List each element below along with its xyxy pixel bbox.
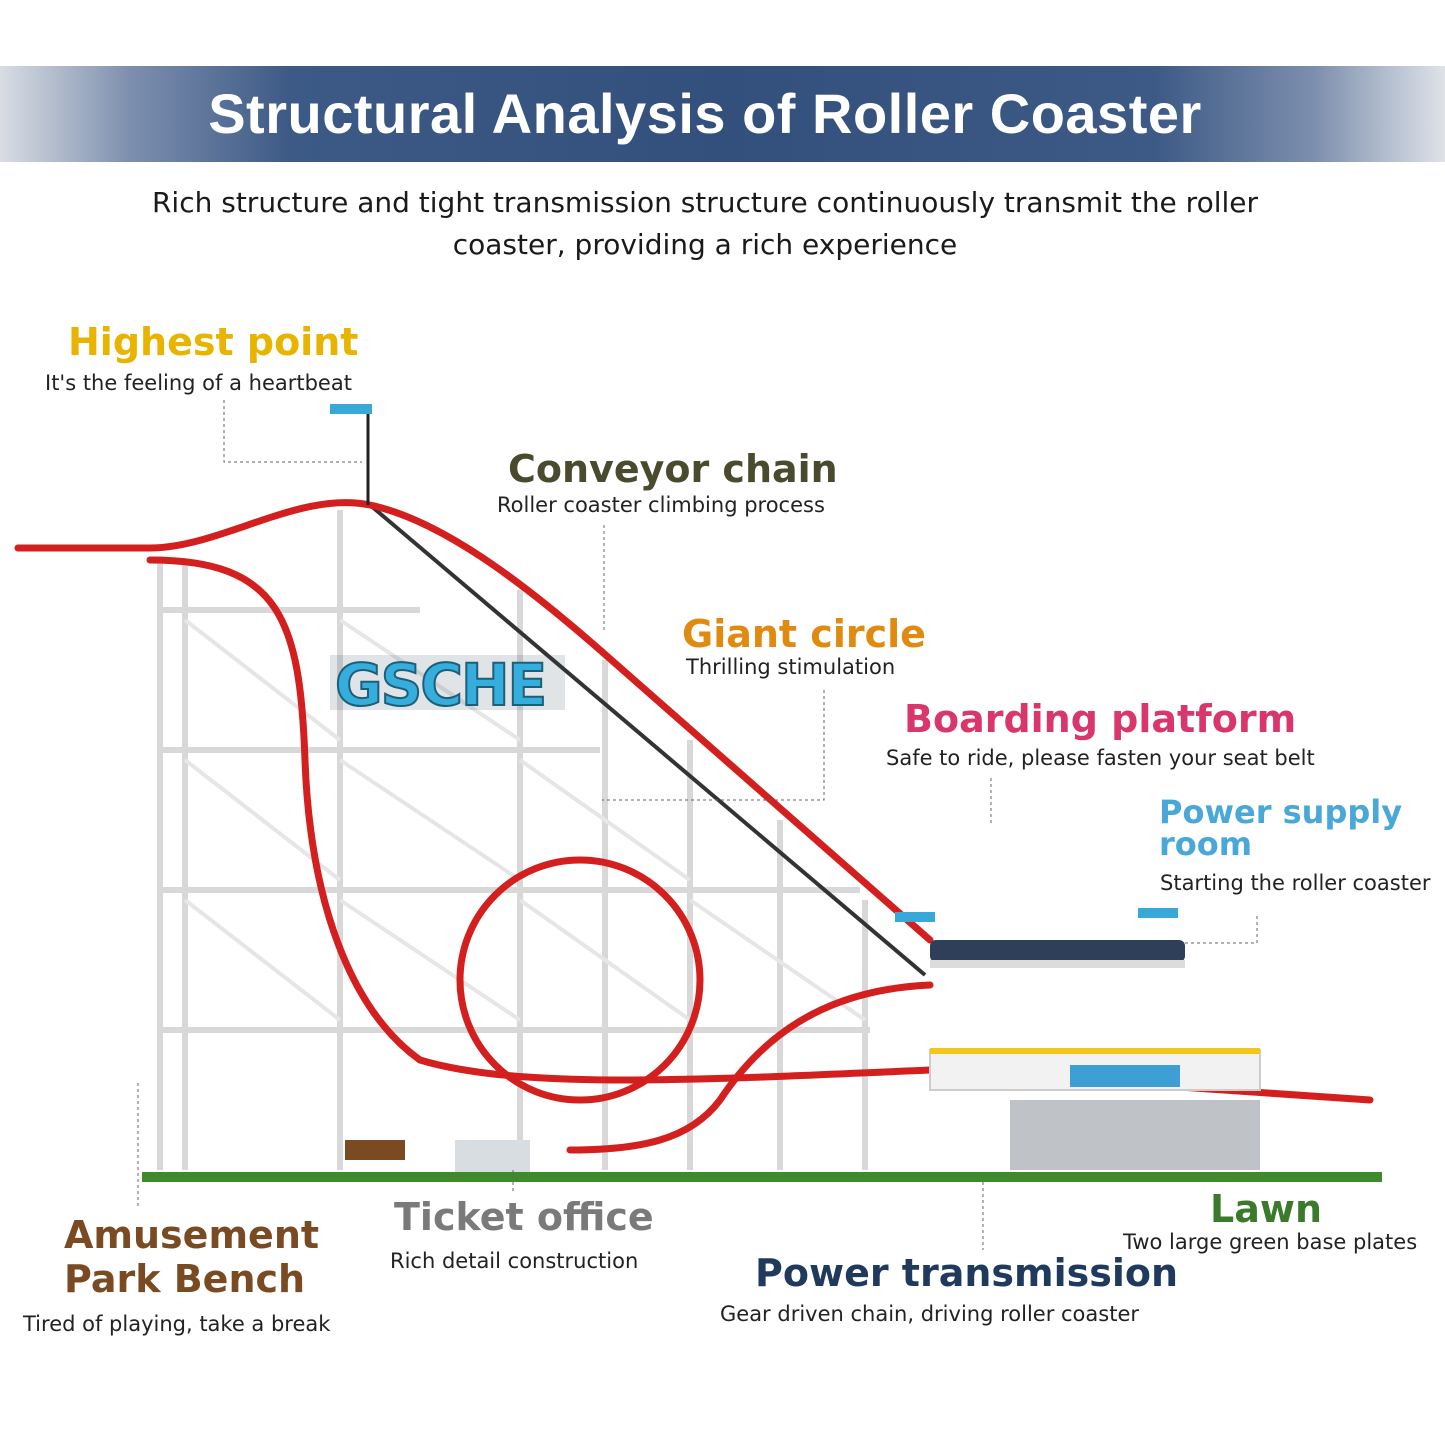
highest-point-title: Highest point bbox=[68, 320, 359, 364]
boarding-station bbox=[929, 940, 1261, 1170]
title-banner: Structural Analysis of Roller Coaster bbox=[0, 66, 1445, 162]
lawn-desc: Two large green base plates bbox=[1123, 1230, 1418, 1254]
page-title: Structural Analysis of Roller Coaster bbox=[208, 82, 1202, 145]
page-subtitle: Rich structure and tight transmission st… bbox=[151, 186, 1259, 261]
power-supply-room-desc: Starting the roller coaster bbox=[1160, 871, 1431, 895]
boarding-platform-title: Boarding platform bbox=[904, 697, 1297, 741]
support-tower bbox=[157, 510, 870, 1170]
bench bbox=[345, 1140, 405, 1160]
giant-circle-desc: Thrilling stimulation bbox=[686, 655, 896, 679]
base-plate bbox=[142, 1172, 1382, 1182]
lawn-title: Lawn bbox=[1210, 1187, 1323, 1231]
power-transmission-title: Power transmission bbox=[755, 1251, 1179, 1295]
conveyor-chain-desc: Roller coaster climbing process bbox=[497, 493, 825, 517]
amusement-park-bench-title-1: Amusement bbox=[64, 1213, 320, 1257]
tower-bracing bbox=[183, 618, 867, 1022]
highest-point-desc: It's the feeling of a heartbeat bbox=[45, 371, 352, 395]
power-supply-room-title-1: Power supply bbox=[1159, 793, 1403, 831]
sign-backboard bbox=[330, 655, 565, 710]
amusement-park-bench-title-2: Park Bench bbox=[64, 1257, 306, 1301]
giant-circle-title: Giant circle bbox=[682, 612, 926, 656]
power-transmission-desc: Gear driven chain, driving roller coaste… bbox=[720, 1302, 1140, 1326]
flag-icon bbox=[895, 908, 1178, 922]
ticket-office-block bbox=[455, 1140, 530, 1172]
conveyor-chain bbox=[368, 503, 927, 977]
gsche-sign: GSCHE bbox=[335, 651, 545, 719]
ticket-office-desc: Rich detail construction bbox=[390, 1249, 639, 1273]
coaster-track bbox=[14, 499, 1374, 1154]
flag-icon bbox=[330, 404, 372, 505]
boarding-platform-desc: Safe to ride, please fasten your seat be… bbox=[886, 746, 1315, 770]
leader-lines bbox=[137, 400, 1258, 1250]
ticket-office-title: Ticket office bbox=[394, 1195, 654, 1239]
amusement-park-bench-desc: Tired of playing, take a break bbox=[23, 1312, 331, 1336]
power-supply-room-title-2: room bbox=[1159, 825, 1253, 863]
conveyor-chain-title: Conveyor chain bbox=[508, 447, 838, 491]
